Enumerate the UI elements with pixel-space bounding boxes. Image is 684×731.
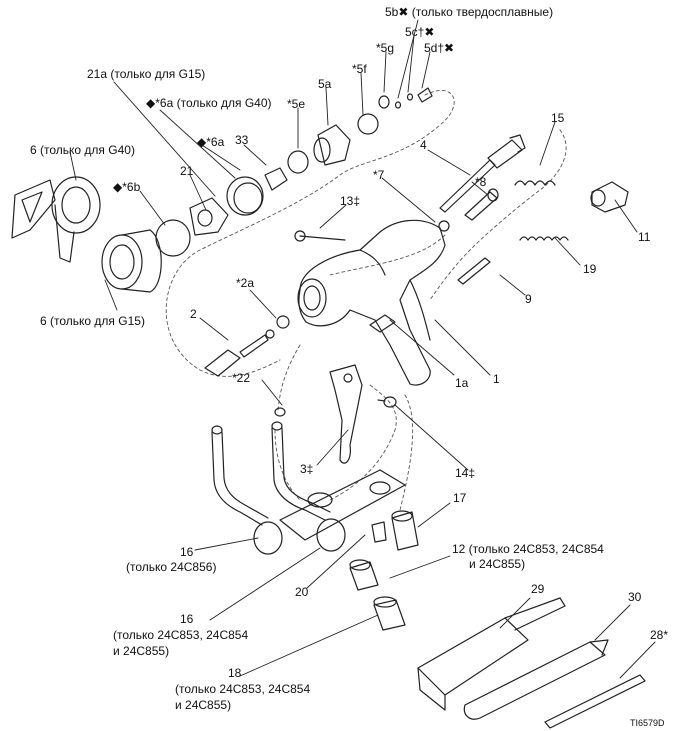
callout-6b: ◆*6b [113,180,141,194]
tip-guard-g15 [101,229,162,293]
tip-guard-g40 [11,176,101,263]
callout-5a: 5a [318,77,332,91]
manifold-plate [279,469,406,541]
callout-6-g40: 6 (только для G40) [30,143,135,157]
valve-2 [204,329,275,377]
callout-5f: *5f [352,62,367,76]
trigger-3 [329,364,363,464]
pin-9 [457,257,491,285]
callout-12-line1: 12 (только 24C853, 24C854 [452,542,604,556]
callout-5d: 5d†✖ [424,41,455,55]
leader-lines [69,19,656,679]
callout-1: 1 [493,372,500,386]
callout-7: *7 [373,168,385,182]
fitting-17 [391,510,419,551]
spring-15 [514,180,556,186]
fitting-20 [371,521,387,543]
callout-5e: *5e [287,97,306,111]
callout-21: 21 [180,164,194,178]
spring-19 [519,236,569,241]
callout-5g: *5g [376,41,395,55]
callout-16b-line1: 16 [180,612,194,626]
callout-16a-line2: (только 24C856) [126,560,217,574]
wrench-30 [463,639,609,720]
figure-id: TI6579D [630,718,665,728]
screw-13 [294,230,346,242]
callout-5b: 5b✖ (только твердосплавные) [385,5,554,19]
callout-18-line2: (только 24C853, 24C854 [175,682,311,696]
callout-16b-line2: (только 24C853, 24C854 [113,628,249,642]
pin-8 [464,188,499,221]
callout-19: 19 [583,262,597,276]
callout-12-line2: и 24C855) [469,557,526,571]
callout-20: 20 [295,585,309,599]
callout-33: 33 [235,133,249,147]
callout-2a: *2a [236,276,255,290]
seal-rings [155,93,450,417]
fluid-tubes-16 [211,421,346,555]
callout-6-g15: 6 (только для G15) [40,314,145,328]
needle-assembly [439,134,526,213]
callout-1a: 1a [455,376,469,390]
fitting-12 [349,559,379,591]
tool-29 [417,597,566,711]
callout-3: 3‡ [300,462,314,476]
nozzle-parts [189,87,433,236]
callout-6a: ◆*6a [197,135,225,149]
callout-16b-line3: и 24C855) [113,644,170,658]
callout-2: 2 [190,307,197,321]
screw-14 [377,396,397,408]
callout-18-line1: 18 [228,666,242,680]
callout-13: 13‡ [340,194,361,208]
callout-5c: 5c†✖ [405,25,435,39]
callout-29: 29 [531,582,545,596]
callout-16a-line1: 16 [180,545,194,559]
callout-18-line3: и 24C855) [175,698,232,712]
gun-body [297,219,446,386]
callout-9: 9 [525,292,532,306]
callout-4: 4 [420,138,427,152]
callout-14: 14‡ [455,466,476,480]
callout-8: *8 [475,175,487,189]
callout-15: 15 [551,111,565,125]
callout-21a: 21a (только для G15) [87,67,206,81]
callout-6a-g40: ◆*6a (только для G40) [146,96,272,110]
callout-22: *22 [232,371,251,385]
callout-30: 30 [628,590,642,604]
callout-28: 28* [650,628,669,642]
part-11 [590,181,629,213]
callout-11: 11 [638,230,651,244]
assembly-dashed-lines [165,89,567,511]
fitting-18 [373,596,406,631]
brush-28 [544,674,646,729]
callout-17: 17 [453,491,467,505]
